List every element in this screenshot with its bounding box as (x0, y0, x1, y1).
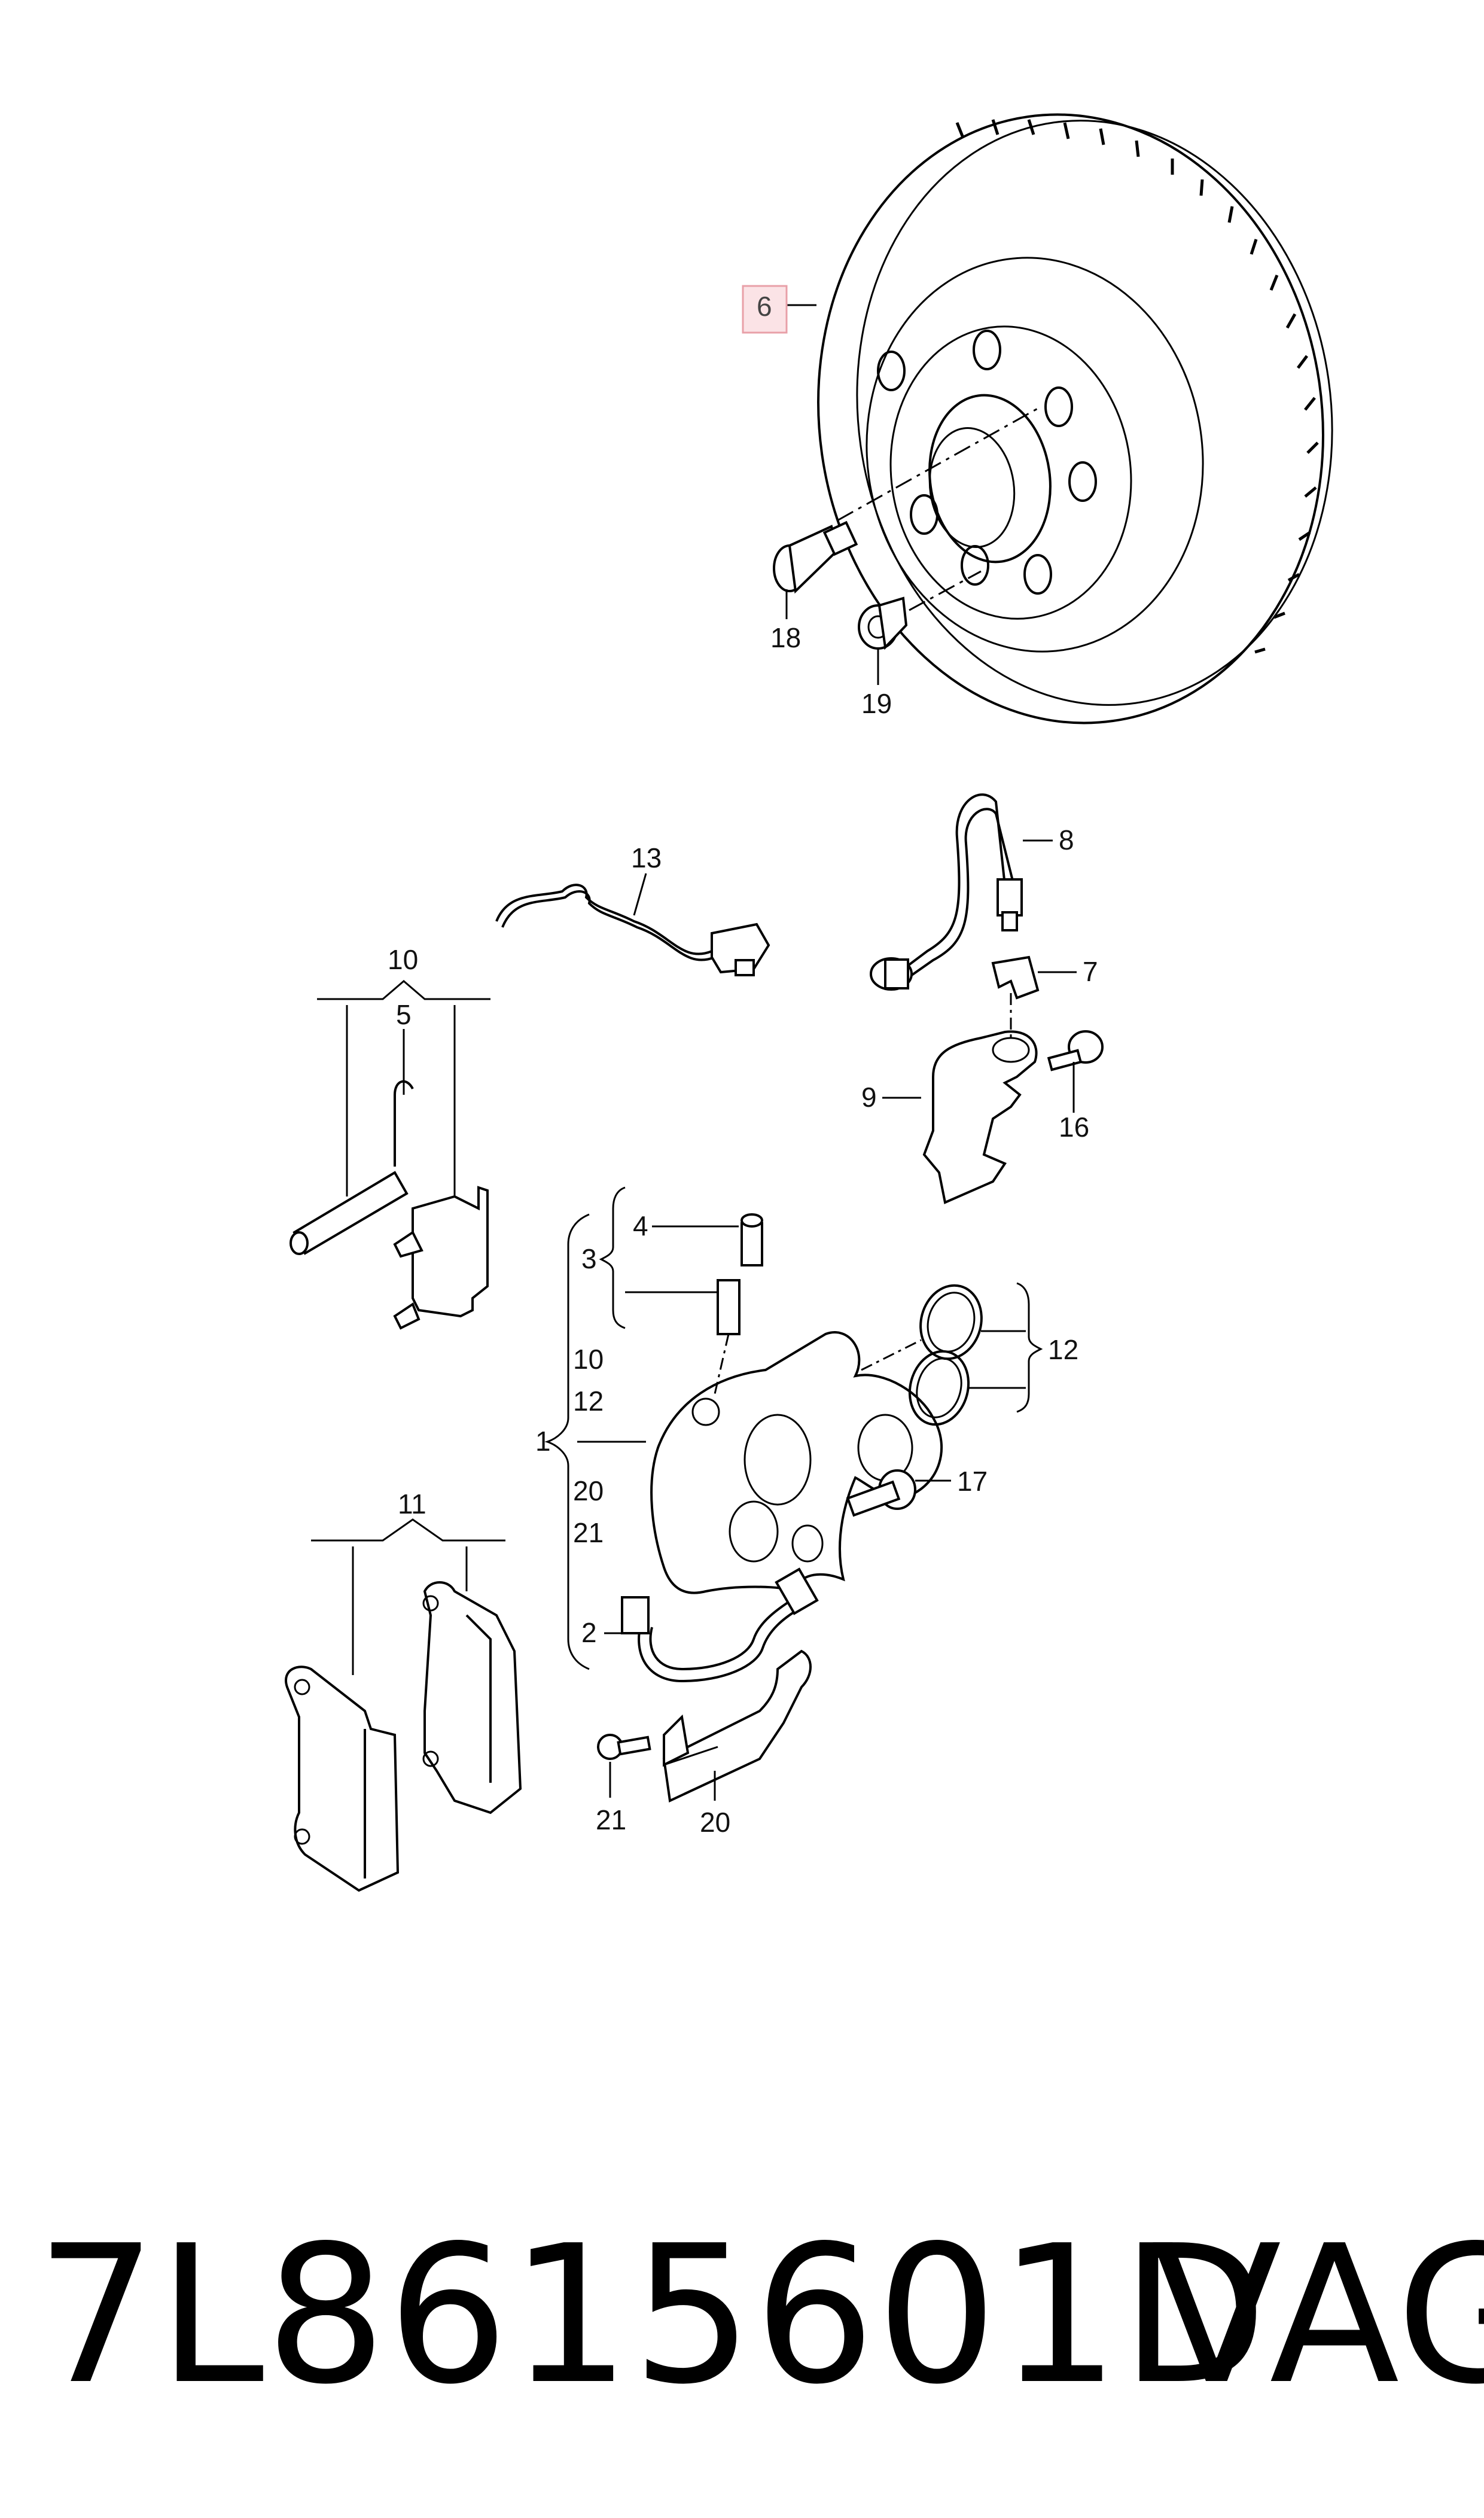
callout-19: 19 (861, 688, 892, 719)
brake-hose (621, 1567, 819, 1683)
callout-16: 16 (1059, 1112, 1089, 1143)
bracket-bolt (1047, 1030, 1104, 1071)
pad-spring (393, 1186, 489, 1330)
callout-8: 8 (1059, 824, 1074, 855)
callout-6: 6 (757, 291, 772, 322)
brake-pad-inner (422, 1581, 522, 1814)
brake-caliper (650, 1331, 943, 1594)
callout-17: 17 (957, 1466, 988, 1497)
guide-pin (290, 1080, 414, 1255)
brake-pad-outer (285, 1666, 400, 1892)
callout-5: 5 (396, 999, 412, 1030)
callout-3: 3 (581, 1243, 597, 1274)
callout-21-side: 21 (573, 1517, 604, 1548)
callout-4: 4 (633, 1210, 648, 1241)
callout-10-top: 10 (388, 944, 418, 975)
callout-9: 9 (861, 1082, 877, 1113)
callout-20-side: 20 (573, 1475, 604, 1506)
bleeder-valve (714, 1213, 763, 1395)
disc-bolt (773, 520, 858, 594)
brand-name: VAG (1151, 2205, 1484, 2426)
callout-12-side: 12 (573, 1386, 604, 1417)
line-bracket (922, 993, 1038, 1204)
callout-12-right: 12 (1048, 1334, 1078, 1365)
leader-lines (311, 304, 1077, 1801)
callout-20-bottom: 20 (700, 1807, 730, 1838)
part-number-footer: 7L8615601D VAG (36, 2205, 1484, 2426)
retaining-clip (991, 955, 1040, 1000)
part-number: 7L8615601D (36, 2205, 1269, 2426)
callout-11: 11 (398, 1488, 426, 1520)
piston-seals (861, 1284, 983, 1426)
callout-2: 2 (581, 1617, 597, 1648)
callout-13: 13 (631, 842, 662, 873)
shield-screw (597, 1734, 651, 1760)
brake-disc (817, 113, 1333, 724)
callout-7: 7 (1083, 956, 1098, 987)
callout-labels: 6 18 19 13 8 7 9 16 10 5 4 3 10 12 1 20 … (388, 291, 1098, 1838)
highlight-box (742, 285, 788, 334)
heat-shield (662, 1649, 812, 1803)
callout-10-side: 10 (573, 1344, 604, 1375)
brake-line-hard (870, 793, 1023, 991)
disc-screw (858, 596, 908, 650)
wear-sensor (495, 884, 770, 976)
callout-1: 1 (535, 1426, 551, 1457)
callout-18: 18 (770, 622, 801, 653)
caliper-bolt (846, 1469, 916, 1517)
callout-21-bottom: 21 (596, 1804, 626, 1835)
